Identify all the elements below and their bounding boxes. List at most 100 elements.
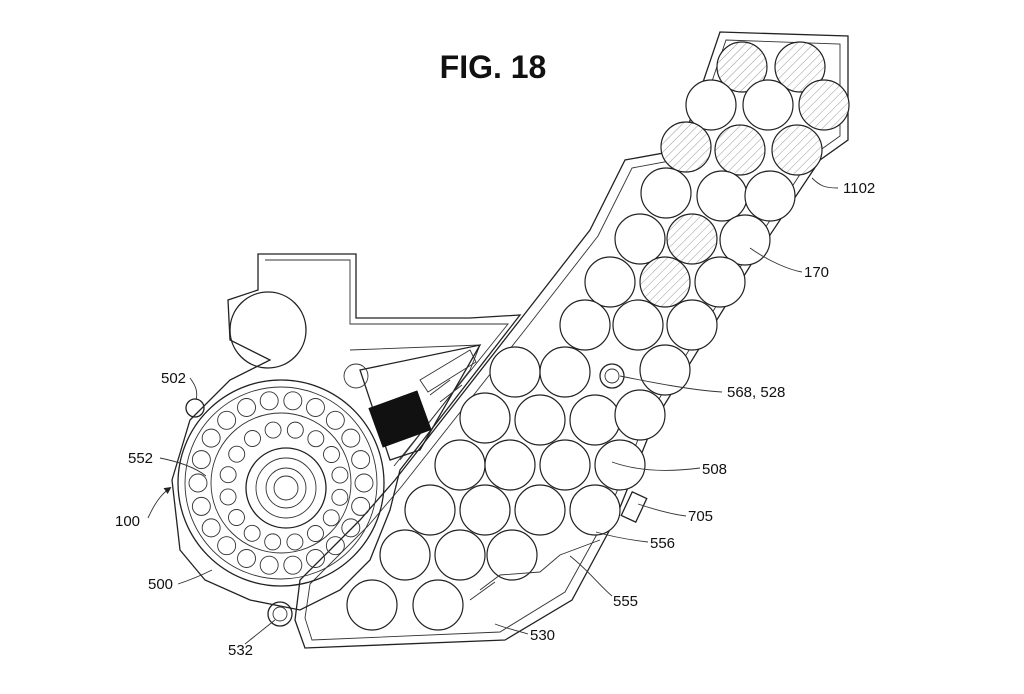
roller-inner (307, 430, 325, 448)
roller-outer (191, 496, 211, 516)
roller-outer (351, 450, 371, 470)
label-500: 500 (148, 576, 173, 593)
battery-cell (771, 124, 823, 176)
roller-outer (325, 410, 345, 430)
motor-unit-500 (177, 379, 385, 627)
label-568-528: 568, 528 (727, 384, 785, 401)
label-502: 502 (161, 370, 186, 387)
roller-inner (331, 488, 349, 506)
battery-cell (459, 484, 511, 536)
roller-outer (341, 428, 361, 448)
battery-cell (714, 124, 766, 176)
roller-outer (191, 450, 211, 470)
label-555: 555 (613, 593, 638, 610)
battery-cell (584, 256, 636, 308)
battery-cell (346, 579, 398, 631)
figure-title: FIG. 18 (440, 49, 547, 85)
roller-outer (351, 496, 371, 516)
roller-outer (201, 428, 221, 448)
roller-outer (237, 398, 256, 417)
battery-cell (514, 394, 566, 446)
roller-inner (323, 446, 340, 463)
roller-inner (307, 525, 324, 542)
roller-inner (228, 509, 245, 526)
battery-cell (742, 79, 794, 131)
roller-inner (264, 533, 282, 551)
roller-inner (331, 466, 349, 484)
roller-inner (322, 509, 340, 527)
battery-cell (612, 299, 664, 351)
roller-inner (219, 466, 237, 484)
battery-cell (539, 346, 591, 398)
roller-inner (243, 524, 261, 542)
label-508: 508 (702, 461, 727, 478)
label-100: 100 (115, 513, 140, 530)
battery-cell (660, 121, 712, 173)
roller-outer (325, 536, 345, 556)
roller-outer (341, 518, 361, 538)
roller-inner (286, 533, 304, 551)
label-532: 532 (228, 642, 253, 659)
roller-inner (264, 421, 282, 439)
battery-cell (489, 346, 541, 398)
battery-cells-170 (346, 41, 850, 631)
rib-555 (479, 539, 601, 591)
roller-outer (237, 549, 256, 568)
label-1102: 1102 (843, 180, 875, 197)
battery-cell (719, 214, 771, 266)
roller-outer (306, 398, 325, 417)
rib-detail (469, 581, 496, 601)
battery-cell (640, 167, 692, 219)
roller-inner (219, 488, 237, 506)
battery-cell (514, 484, 566, 536)
reference-labels: 1102 170 568, 528 502 552 100 508 705 55… (115, 180, 875, 659)
battery-cell (798, 79, 850, 131)
roller-outer (188, 473, 208, 493)
roller-outer (354, 473, 374, 493)
roller-outer (217, 410, 237, 430)
leader-lines (147, 177, 839, 645)
feature-705 (620, 490, 648, 524)
roller-inner (286, 421, 304, 439)
controller-component (359, 344, 482, 461)
battery-cell (614, 389, 666, 441)
battery-cell (404, 484, 456, 536)
battery-cell (614, 213, 666, 265)
roller-inner (244, 430, 261, 447)
battery-cell (666, 213, 718, 265)
label-530: 530 (530, 627, 555, 644)
label-556: 556 (650, 535, 675, 552)
battery-cell (666, 299, 718, 351)
battery-cell (484, 439, 536, 491)
label-552: 552 (128, 450, 153, 467)
battery-cell (412, 579, 464, 631)
roller-outer (201, 518, 221, 538)
battery-cell (696, 170, 748, 222)
battery-cell (434, 439, 486, 491)
battery-cell (685, 79, 737, 131)
roller-outer (283, 391, 303, 411)
roller-outer (217, 536, 237, 556)
battery-cell (744, 170, 796, 222)
battery-cell (434, 529, 486, 581)
roller-outer (259, 391, 279, 411)
roller-outer (283, 555, 303, 575)
fastener-568 (599, 363, 625, 389)
battery-cell (694, 256, 746, 308)
battery-cell (569, 394, 621, 446)
battery-cell (486, 529, 538, 581)
battery-cell (379, 529, 431, 581)
label-170: 170 (804, 264, 829, 281)
battery-cell (569, 484, 621, 536)
battery-cell (716, 41, 768, 93)
label-705: 705 (688, 508, 713, 525)
battery-cell (774, 41, 826, 93)
battery-cell (459, 392, 511, 444)
battery-cell (639, 256, 691, 308)
roller-outer (259, 555, 279, 575)
roller-outer (306, 549, 325, 568)
battery-cell (539, 439, 591, 491)
roller-inner (228, 445, 246, 463)
battery-cell (559, 299, 611, 351)
